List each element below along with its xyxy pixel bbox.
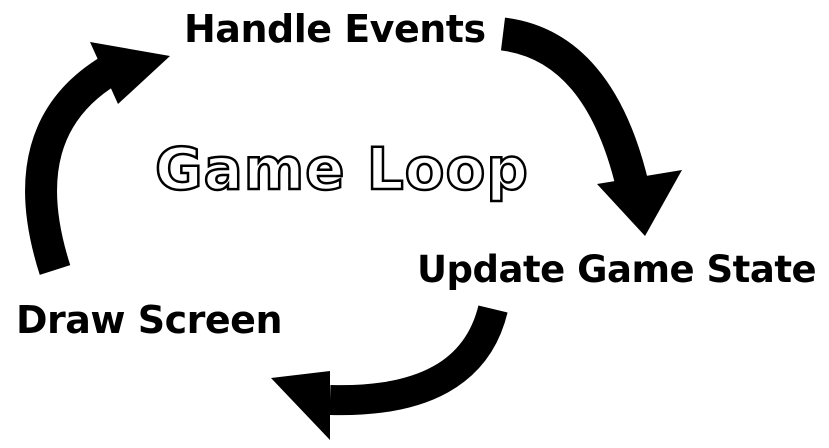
step-label-draw-screen: Draw Screen (16, 298, 283, 342)
step-label-update-game-state: Update Game State (417, 248, 817, 291)
arrow-handle-to-update-icon (500, 17, 682, 236)
diagram-title: Game Loop (154, 135, 529, 203)
arrow-update-to-draw-icon (271, 304, 508, 440)
step-label-handle-events: Handle Events (184, 7, 486, 51)
arrow-draw-to-handle-icon (25, 42, 170, 275)
